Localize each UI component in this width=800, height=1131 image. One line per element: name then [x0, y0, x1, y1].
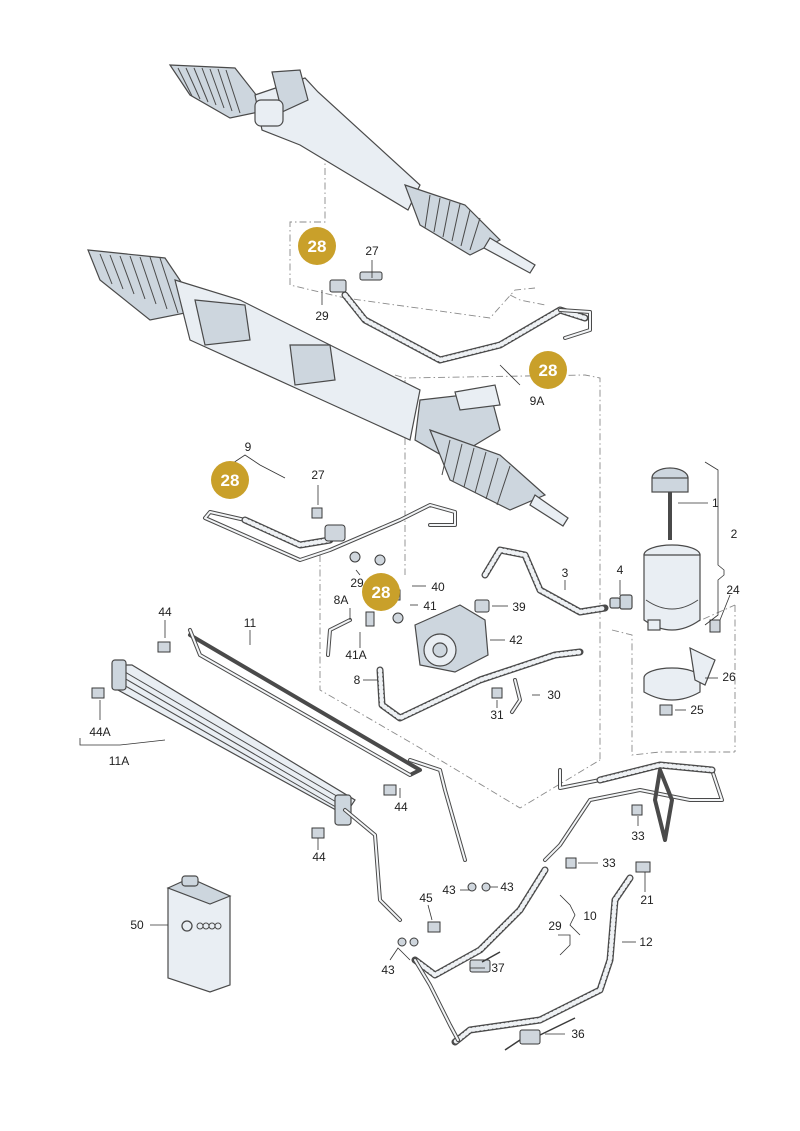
steering-rack-lower: [87, 249, 569, 527]
part-number-label: 25: [690, 703, 704, 717]
badge-circle: [362, 573, 400, 611]
badge-circle: [298, 227, 336, 265]
badge-number: 28: [221, 471, 240, 490]
part-number-label: 40: [431, 580, 445, 594]
part-number-label: 37: [491, 961, 505, 975]
part-number-label: 27: [365, 244, 379, 258]
part-number-label: 31: [490, 708, 504, 722]
hose-9a: [329, 271, 592, 364]
part-number-label: 44: [158, 605, 172, 619]
part-number-label: 9A: [530, 394, 545, 408]
part-number-label: 8A: [334, 593, 349, 607]
hose-3: [481, 546, 609, 616]
part-number-label: 50: [130, 918, 144, 932]
part-number-label: 42: [509, 633, 523, 647]
callout-badge: 28: [362, 573, 400, 611]
badge-number: 28: [308, 237, 327, 256]
leader-lines: [79, 260, 731, 1035]
callout-badge: 28: [211, 461, 249, 499]
assembly-guide-lines: [289, 110, 736, 809]
part-labels: 27 29 9A 9 27 29 40 8A 41 39 3 4 1 2 24 …: [89, 244, 740, 1041]
part-number-label: 44: [394, 800, 408, 814]
part-number-label: 36: [571, 1027, 585, 1041]
return-lines: [411, 761, 724, 1051]
part-number-label: 33: [631, 829, 645, 843]
part-number-label: 39: [512, 600, 526, 614]
badge-number: 28: [372, 583, 391, 602]
part-number-label: 11A: [109, 754, 129, 768]
part-number-label: 33: [602, 856, 616, 870]
fluid-reservoir: [609, 467, 701, 631]
steering-rack-upper: [168, 64, 536, 274]
part-number-label: 8: [354, 673, 361, 687]
part-number-label: 43: [442, 883, 456, 897]
part-number-label: 21: [640, 893, 654, 907]
part-number-label: 9: [245, 440, 252, 454]
callout-badge: 28: [298, 227, 336, 265]
cooler-line-11: [188, 628, 467, 922]
part-number-label: 4: [617, 563, 624, 577]
part-number-label: 30: [547, 688, 561, 702]
part-number-label: 44A: [89, 725, 110, 739]
part-number-label: 29: [350, 576, 364, 590]
part-number-label: 29: [548, 919, 562, 933]
part-number-label: 1: [712, 496, 719, 510]
part-number-label: 43: [500, 880, 514, 894]
part-number-label: 41: [423, 599, 437, 613]
part-number-label: 41A: [345, 648, 366, 662]
badge-number: 28: [539, 361, 558, 380]
part-number-label: 12: [639, 935, 653, 949]
reservoir-bracket: [643, 619, 721, 716]
part-number-label: 11: [244, 616, 257, 630]
part-number-label: 26: [722, 670, 736, 684]
hose-9: [203, 503, 457, 566]
part-number-label: 3: [562, 566, 569, 580]
part-number-label: 43: [381, 963, 395, 977]
fluid-container: [166, 875, 232, 993]
part-number-label: 29: [315, 309, 329, 323]
callout-badge: 28: [529, 351, 567, 389]
part-number-label: 27: [311, 468, 325, 482]
power-steering-pump: [414, 599, 522, 714]
part-number-label: 2: [731, 527, 738, 541]
part-number-label: 24: [726, 583, 740, 597]
badge-circle: [211, 461, 249, 499]
badge-circle: [529, 351, 567, 389]
part-number-label: 45: [419, 891, 433, 905]
oil-cooler: [111, 659, 356, 826]
fasteners: [91, 641, 643, 947]
part-number-label: 44: [312, 850, 326, 864]
part-number-label: 10: [583, 909, 597, 923]
